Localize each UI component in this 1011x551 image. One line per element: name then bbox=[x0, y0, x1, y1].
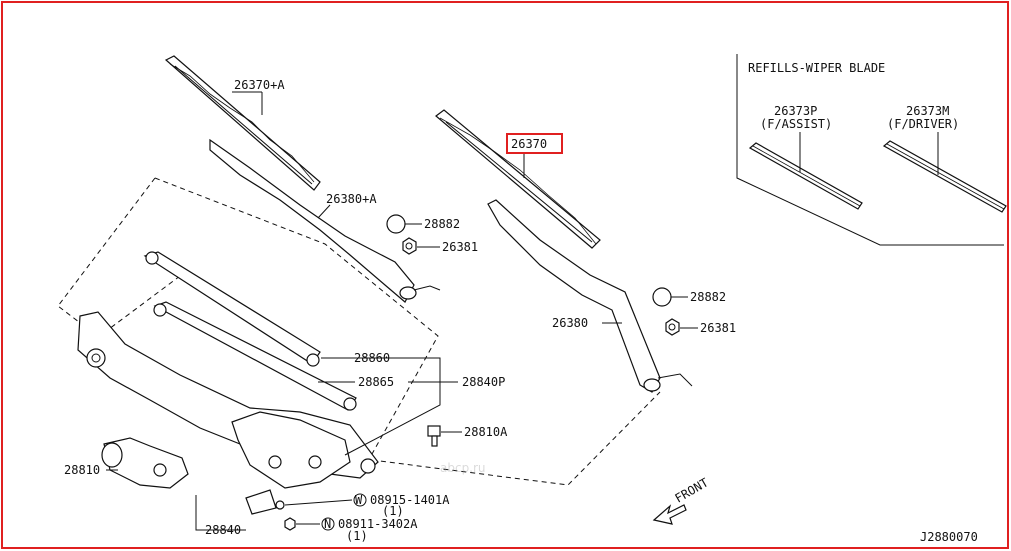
wiper-frame-28840[interactable] bbox=[77, 311, 379, 489]
label-26381-left[interactable]: 26381 bbox=[442, 240, 478, 254]
label-28810[interactable]: 28810 bbox=[64, 463, 100, 477]
label-28840P[interactable]: 28840P bbox=[462, 375, 505, 389]
label-f-assist: (F/ASSIST) bbox=[760, 117, 832, 131]
w-mark: W bbox=[355, 493, 363, 507]
refills-title: REFILLS-WIPER BLADE bbox=[748, 61, 885, 75]
dashed-outline-left bbox=[57, 177, 156, 333]
wiper-motor-28810[interactable] bbox=[101, 437, 189, 489]
label-26370[interactable]: 26370 bbox=[511, 137, 547, 151]
bolt-28810A[interactable] bbox=[427, 425, 441, 447]
label-28810A[interactable]: 28810A bbox=[464, 425, 508, 439]
wiper-blade-left[interactable] bbox=[164, 55, 321, 191]
highlight-26370 bbox=[506, 133, 563, 154]
front-arrow-icon bbox=[652, 504, 687, 525]
label-26380A[interactable]: 26380+A bbox=[326, 192, 377, 206]
label-26373P[interactable]: 26373P bbox=[774, 104, 817, 118]
washer-bolt-08915[interactable] bbox=[275, 500, 285, 510]
nut-26381-right[interactable] bbox=[665, 318, 680, 336]
nut-08911[interactable] bbox=[284, 517, 296, 531]
label-28882-left[interactable]: 28882 bbox=[424, 217, 460, 231]
label-28840[interactable]: 28840 bbox=[205, 523, 241, 537]
qty-08915: (1) bbox=[382, 504, 404, 518]
link-rod-28865[interactable] bbox=[153, 301, 357, 411]
cap-28882-right[interactable] bbox=[652, 287, 672, 307]
label-f-driver: (F/DRIVER) bbox=[887, 117, 959, 131]
watermark-text: abcp.ru bbox=[440, 461, 486, 475]
n-mark-circle bbox=[321, 517, 335, 531]
n-mark: N bbox=[324, 517, 331, 531]
nut-26381-left[interactable] bbox=[402, 237, 417, 255]
front-label: FRONT bbox=[673, 475, 711, 505]
qty-08911: (1) bbox=[346, 529, 368, 543]
refill-26373M[interactable] bbox=[882, 132, 1007, 213]
label-28860[interactable]: 28860 bbox=[354, 351, 390, 365]
label-26373M[interactable]: 26373M bbox=[906, 104, 949, 118]
wiper-arm-left[interactable] bbox=[209, 138, 441, 303]
label-28865[interactable]: 28865 bbox=[358, 375, 394, 389]
label-26370A[interactable]: 26370+A bbox=[234, 78, 285, 92]
label-08915-1401A[interactable]: 08915-1401A bbox=[370, 493, 450, 507]
drawing-code: J2880070 bbox=[920, 530, 978, 544]
watermark-logo: abcp.ru bbox=[440, 461, 486, 475]
label-28882-right[interactable]: 28882 bbox=[690, 290, 726, 304]
bracket-28840[interactable] bbox=[245, 489, 277, 515]
wiper-blade-right[interactable] bbox=[435, 109, 601, 249]
wiper-arm-right[interactable] bbox=[487, 199, 693, 393]
cap-28882-left[interactable] bbox=[386, 214, 406, 234]
label-08911-3402A[interactable]: 08911-3402A bbox=[338, 517, 418, 531]
label-26381-right[interactable]: 26381 bbox=[700, 321, 736, 335]
link-rod-28860[interactable] bbox=[143, 251, 321, 367]
refill-26373P[interactable] bbox=[748, 132, 863, 210]
refills-box-outline bbox=[736, 54, 1004, 246]
label-26380[interactable]: 26380 bbox=[552, 316, 588, 330]
w-mark-circle bbox=[353, 493, 367, 507]
